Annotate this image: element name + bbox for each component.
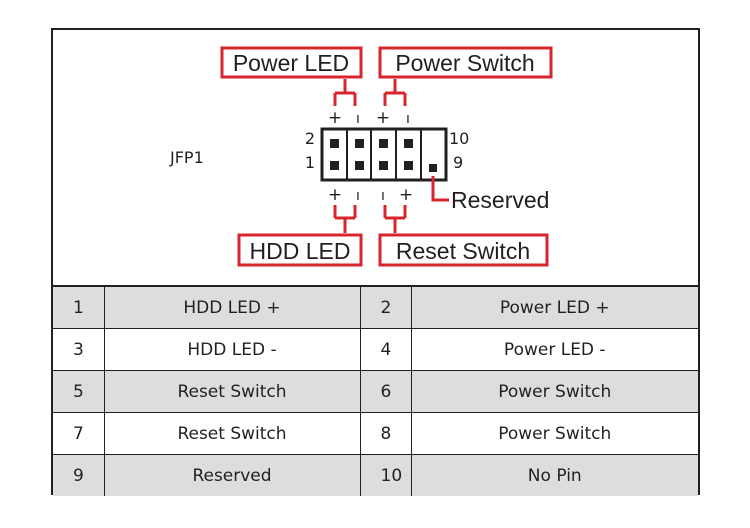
jfp1-pinout-diagram: Power LED Power Switch + ı + ı 2 1 10 9 <box>220 46 553 267</box>
pin-4 <box>355 139 364 148</box>
table-row: 3 HDD LED - 4 Power LED - <box>53 328 698 371</box>
power-switch-callout-label: Power Switch <box>395 50 534 76</box>
pin-number-cell: 8 <box>359 412 412 455</box>
signal-name-cell: No Pin <box>410 454 698 496</box>
pin-number-cell: 4 <box>359 328 412 371</box>
pin-number-cell: 3 <box>53 328 105 371</box>
pin-number-cell: 7 <box>53 412 105 455</box>
pin-number-2: 2 <box>305 129 315 148</box>
header-name-label: JFP1 <box>170 148 204 167</box>
table-row: 1 HDD LED + 2 Power LED + <box>53 287 698 329</box>
reset-switch-bracket <box>383 205 407 233</box>
hdd-led-bracket <box>333 205 357 233</box>
pin-8 <box>404 139 413 148</box>
pin-7 <box>404 161 413 170</box>
pin8-minus-mark: ı <box>406 111 410 127</box>
pin2-plus-mark: + <box>328 108 342 128</box>
reset-switch-callout-box <box>378 233 549 267</box>
pin3-minus-mark: ı <box>356 188 360 204</box>
pin-number-cell: 6 <box>359 370 412 413</box>
signal-name-cell: Power LED + <box>410 287 698 329</box>
pin-6 <box>379 139 388 148</box>
pin-number-1: 1 <box>305 153 315 172</box>
reset-switch-callout-label: Reset Switch <box>396 238 530 264</box>
pin-number-cell: 2 <box>359 287 412 329</box>
pin-number-cell: 10 <box>359 454 412 496</box>
pin-3 <box>355 161 364 170</box>
signal-name-cell: HDD LED + <box>103 287 361 329</box>
power-led-callout-label: Power LED <box>233 50 349 76</box>
pin-9 <box>429 164 437 172</box>
signal-name-cell: Reset Switch <box>103 412 361 455</box>
signal-name-cell: Reserved <box>103 454 361 496</box>
pin-number-cell: 9 <box>53 454 105 496</box>
reserved-callout-label: Reserved <box>451 187 549 213</box>
pin-number-9: 9 <box>453 153 463 172</box>
pin7-plus-mark: + <box>399 185 413 205</box>
signal-name-cell: Power Switch <box>410 412 698 455</box>
pin-5 <box>379 161 388 170</box>
reserved-callout-line <box>431 176 449 202</box>
signal-name-cell: Reset Switch <box>103 370 361 413</box>
jfp1-diagram-panel: JFP1 Power LED Power Switch + ı + ı 2 1 … <box>53 30 698 287</box>
power-led-callout-box <box>220 46 363 79</box>
pin-number-cell: 1 <box>53 287 105 329</box>
signal-name-cell: Power Switch <box>410 370 698 413</box>
pin-number-10: 10 <box>449 129 469 148</box>
power-switch-bracket <box>383 79 407 106</box>
hdd-led-callout-box <box>237 233 363 267</box>
table-row: 5 Reset Switch 6 Power Switch <box>53 370 698 413</box>
pin1-plus-mark: + <box>328 185 342 205</box>
pin-definition-table: 1 HDD LED + 2 Power LED + 3 HDD LED - 4 … <box>53 287 698 496</box>
pin4-minus-mark: ı <box>356 111 360 127</box>
table-row: 7 Reset Switch 8 Power Switch <box>53 412 698 455</box>
header-outline <box>320 127 448 182</box>
pin-1 <box>330 161 339 170</box>
pin5-minus-mark: ı <box>381 188 385 204</box>
power-led-bracket <box>333 79 357 106</box>
signal-name-cell: HDD LED - <box>103 328 361 371</box>
power-switch-callout-box <box>378 46 553 79</box>
pin6-plus-mark: + <box>376 108 390 128</box>
hdd-led-callout-label: HDD LED <box>250 238 351 264</box>
pin-number-cell: 5 <box>53 370 105 413</box>
signal-name-cell: Power LED - <box>410 328 698 371</box>
connector-figure: JFP1 Power LED Power Switch + ı + ı 2 1 … <box>51 28 700 496</box>
pin-2 <box>330 139 339 148</box>
table-row: 9 Reserved 10 No Pin <box>53 454 698 496</box>
